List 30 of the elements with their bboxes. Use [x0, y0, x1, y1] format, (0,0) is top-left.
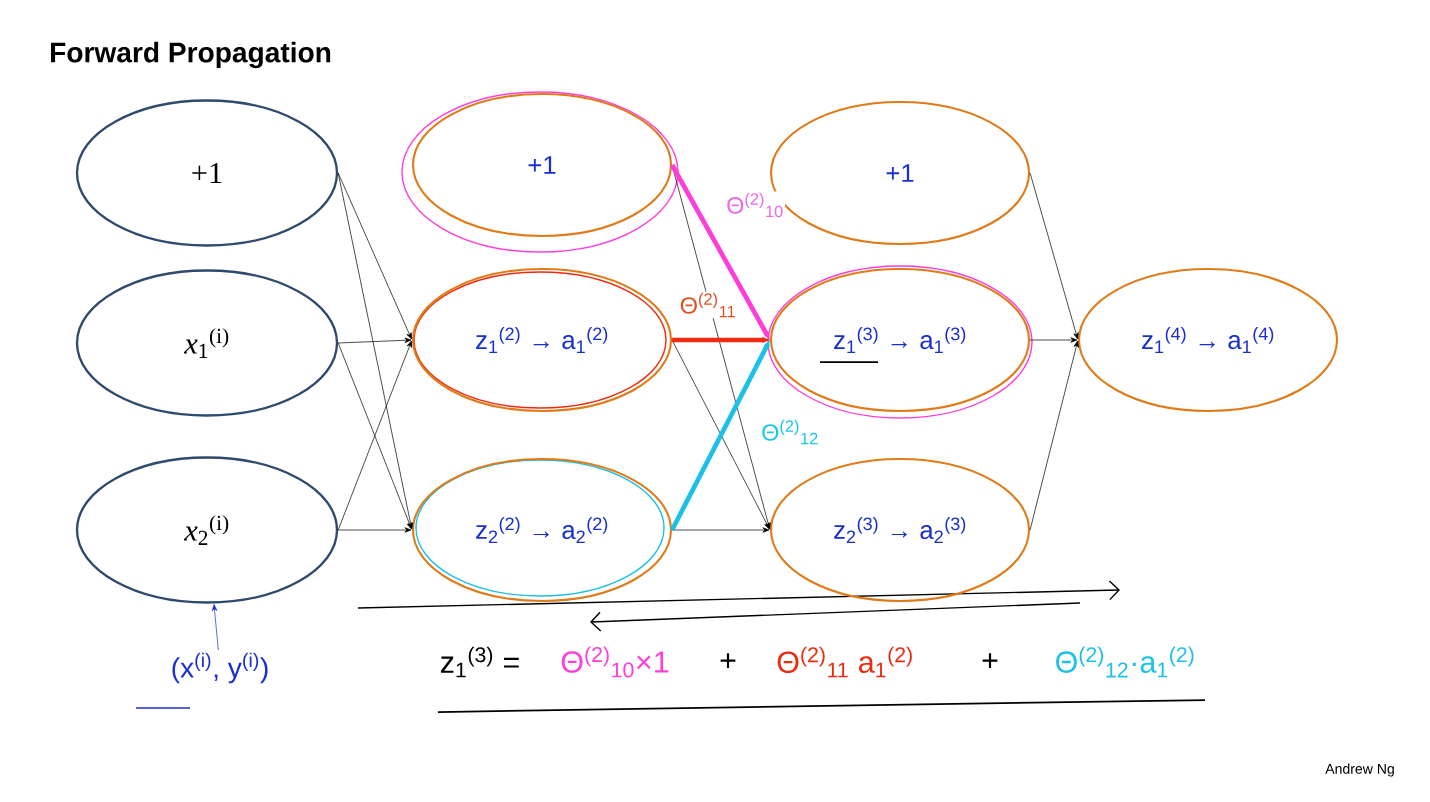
arrow	[211, 604, 219, 651]
formula-term: z$_{1}$$^{(3)}$ =	[440, 646, 519, 678]
arrow	[337, 172, 414, 530]
formula-term: +	[982, 653, 998, 669]
neuron: z$_{1}$$^{(2)}$ → a$_{1}$(2)	[411, 267, 673, 413]
formula-term: Θ$^{(2)}$$_{10}$×1	[561, 646, 669, 678]
neuron: z$_{1}$$^{(4)}$ → a$_{1}$(4)	[1077, 267, 1339, 413]
input-neuron: x$_{2}$(i)	[75, 456, 339, 604]
formula-term: Θ$^{(2)}$$_{12}$·a$_{1}$(2)	[1056, 646, 1194, 678]
formula-term: +	[720, 653, 736, 669]
formula-term: Θ$^{(2)}$$_{11}$ a$_{1}$(2)	[777, 646, 912, 678]
author-credit: Andrew Ng	[1325, 763, 1394, 777]
training-example: (x$^{(i)}$, y$^{(i)}$)	[172, 652, 268, 684]
input-neuron: +1	[75, 99, 339, 247]
input-neuron: x$_{1}$(i)	[75, 269, 339, 417]
arrow	[671, 527, 770, 533]
neuron: z$_{2}$$^{(2)}$ → a$_{2}$(2)	[411, 457, 673, 603]
arrow	[1029, 340, 1079, 531]
arrow	[337, 172, 412, 340]
arrow	[337, 337, 412, 344]
arrow	[1029, 337, 1078, 343]
neuron: +1	[411, 92, 673, 238]
edge-label: Θ$^{(2)}$10	[725, 191, 785, 219]
neuron: z$_{2}$$^{(3)}$ → a$_{2}$(3)	[769, 457, 1031, 603]
slide-title: Forward Propagation	[51, 41, 331, 69]
edge-label: Θ$^{(2)}$12	[760, 418, 821, 446]
arrow	[1029, 172, 1079, 340]
edge-label: Θ$^{(2)}$11	[678, 291, 738, 319]
arrow	[337, 527, 412, 533]
neuron: z$_{1}$$^{(3)}$ → a$_{1}$(3)	[769, 267, 1031, 413]
